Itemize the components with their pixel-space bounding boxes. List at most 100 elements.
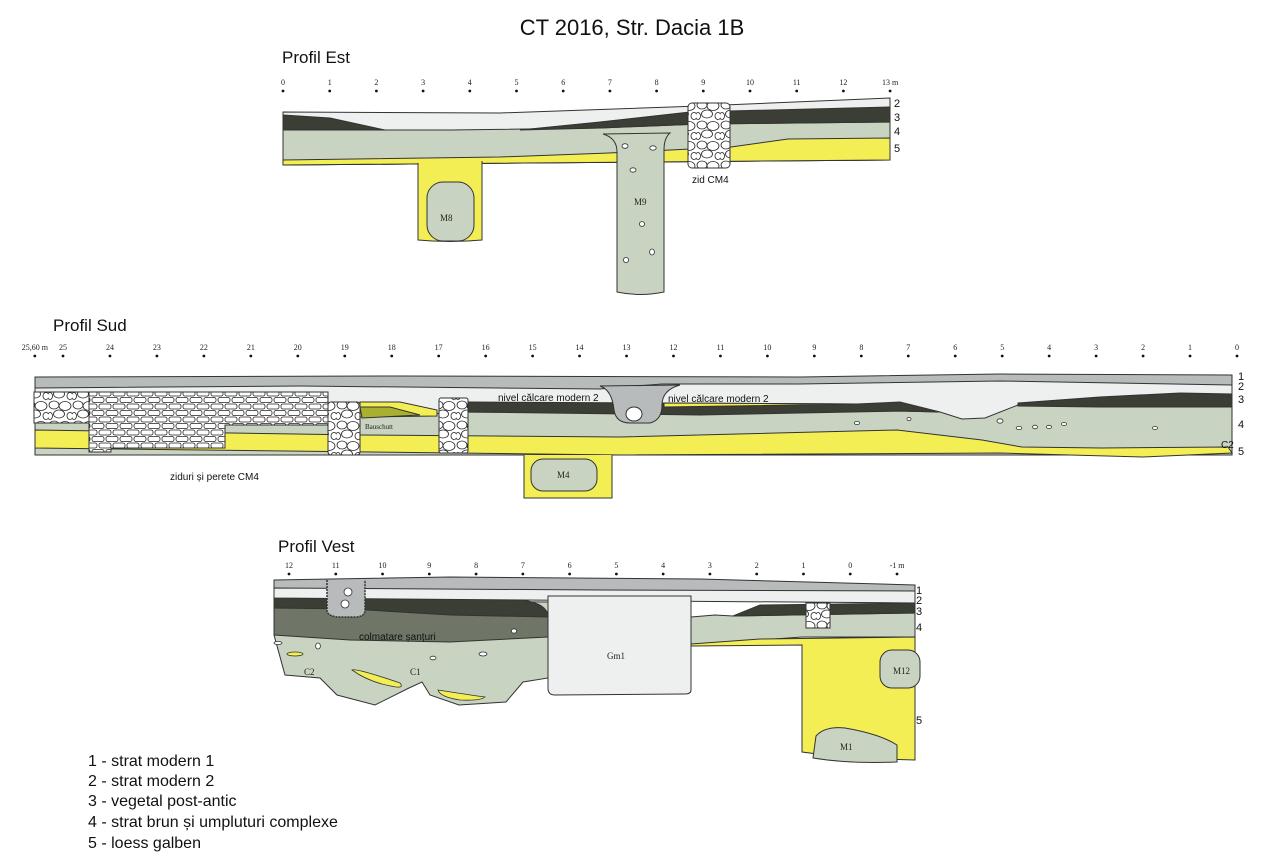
scale-tick-label: 8 <box>474 561 478 570</box>
scale-tick-dot <box>381 572 384 576</box>
scale-tick-dot <box>766 354 769 358</box>
scale-tick-label: 0 <box>281 78 285 87</box>
scale-tick-label: 11 <box>332 561 340 570</box>
scale-tick-label: 1 <box>1188 343 1192 352</box>
legend: 1 - strat modern 1 2 - strat modern 2 3 … <box>88 753 338 852</box>
scale-tick-label: 21 <box>247 343 255 352</box>
stones-pit <box>340 587 353 609</box>
layer5-band <box>282 137 891 166</box>
label-m12: M12 <box>893 666 910 676</box>
scale-tick-label: 25 <box>59 343 67 352</box>
scale-tick-dot <box>390 354 394 358</box>
stones-vest <box>273 628 517 661</box>
scale-tick-dot <box>672 354 675 358</box>
scale-tick-dot <box>437 354 441 358</box>
scale-tick-label: 0 <box>1235 343 1239 352</box>
scale-tick-label: 23 <box>153 343 161 352</box>
label-c2: C2 <box>1221 440 1234 451</box>
legend-item: 2 - strat modern 2 <box>88 773 214 790</box>
layer-number: 5 <box>894 143 900 155</box>
scale-tick-dot <box>906 354 910 358</box>
scale-tick-dot <box>1000 354 1004 358</box>
scale-tick-dot <box>578 354 581 358</box>
scale-tick-label: 25,60 m <box>22 343 49 352</box>
scale-tick-label: 4 <box>661 561 665 570</box>
scale-tick-label: 7 <box>906 343 910 352</box>
wall-cm4 <box>438 397 469 454</box>
bauschutt-deposit <box>359 406 421 419</box>
label-gm1: Gm1 <box>607 651 625 661</box>
scale-tick-label: 9 <box>812 343 816 352</box>
scale-tick-dot <box>748 89 752 93</box>
scale-tick-dot <box>795 89 799 93</box>
scale-tick-dot <box>531 354 534 358</box>
scale-tick-dot <box>1188 354 1192 358</box>
scale-tick-label: 22 <box>200 343 208 352</box>
layer-number: 3 <box>894 112 900 124</box>
pit-m1 <box>812 727 898 763</box>
scale-tick-label: 15 <box>529 343 537 352</box>
scale-tick-label: 3 <box>1094 343 1098 352</box>
pit-m4 <box>530 458 598 492</box>
profile-est-title: Profil Est <box>282 48 350 67</box>
scale-tick-dot <box>521 572 525 576</box>
scale-tick-label: 14 <box>576 343 584 352</box>
layer-numbers-sud: 1 2 3 4 5 <box>1238 371 1244 458</box>
scale-tick-label: 3 <box>708 561 712 570</box>
scale-tick-dot <box>895 572 899 576</box>
layer-number: 2 <box>916 595 922 607</box>
scale-tick-label: 16 <box>482 343 490 352</box>
label-c1: C1 <box>410 667 421 677</box>
yellow-lens <box>663 402 858 408</box>
wall-zid-cm4 <box>687 102 731 169</box>
scale-tick-dot <box>568 572 572 576</box>
scale-tick-label: 17 <box>435 343 443 352</box>
scale-tick-dot <box>468 89 472 93</box>
label-nivel-calcare: nivel călcare modern 2 <box>498 393 599 404</box>
wall-cm4 <box>33 391 90 424</box>
scale-tick-dot <box>108 354 112 358</box>
pit-m12 <box>879 649 921 689</box>
scale-tick-dot <box>1047 354 1051 358</box>
scale-tick-label: 9 <box>701 78 705 87</box>
label-m9: M9 <box>634 197 647 207</box>
layer-number: 1 <box>1238 371 1244 383</box>
label-bauschutt: Bauschutt <box>365 423 393 431</box>
scale-tick-label: 6 <box>568 561 572 570</box>
scale-tick-dot <box>708 572 712 576</box>
scale-tick-dot <box>281 89 285 93</box>
legend-item: 1 - strat modern 1 <box>88 753 214 770</box>
wall-small <box>805 602 831 629</box>
scale-tick-label: 20 <box>294 343 302 352</box>
label-m8: M8 <box>440 213 453 223</box>
scale-tick-dot <box>202 354 206 358</box>
scale-tick-label: 0 <box>848 561 852 570</box>
scale-tick-label: 9 <box>427 561 431 570</box>
layer3-band <box>282 114 386 131</box>
layer-number: 4 <box>1238 419 1244 431</box>
scale-tick-label: 1 <box>328 78 332 87</box>
profile-sud-title: Profil Sud <box>53 316 127 335</box>
stones-m9 <box>621 143 657 263</box>
layer-number: 1 <box>916 585 922 597</box>
scale-tick-dot <box>888 89 892 93</box>
scale-tick-dot <box>375 89 378 93</box>
scale-tick-label: 19 <box>341 343 349 352</box>
layer-number: 3 <box>916 606 922 618</box>
scale-tick-dot <box>343 354 347 358</box>
scale-tick-dot <box>625 354 628 358</box>
scale-tick-label: 5 <box>515 78 519 87</box>
scale-tick-label: 10 <box>746 78 754 87</box>
scale-tick-dot <box>1141 354 1145 358</box>
label-m4: M4 <box>557 470 570 480</box>
label-c2: C2 <box>304 667 315 677</box>
scale-tick-dot <box>802 572 805 576</box>
scale-tick-dot <box>421 89 425 93</box>
scale-tick-label: 2 <box>755 561 759 570</box>
scale-tick-label: 13 m <box>882 78 899 87</box>
scale-tick-label: 11 <box>717 343 725 352</box>
scale-tick-label: 10 <box>379 561 387 570</box>
yellow-lenses <box>286 651 486 701</box>
